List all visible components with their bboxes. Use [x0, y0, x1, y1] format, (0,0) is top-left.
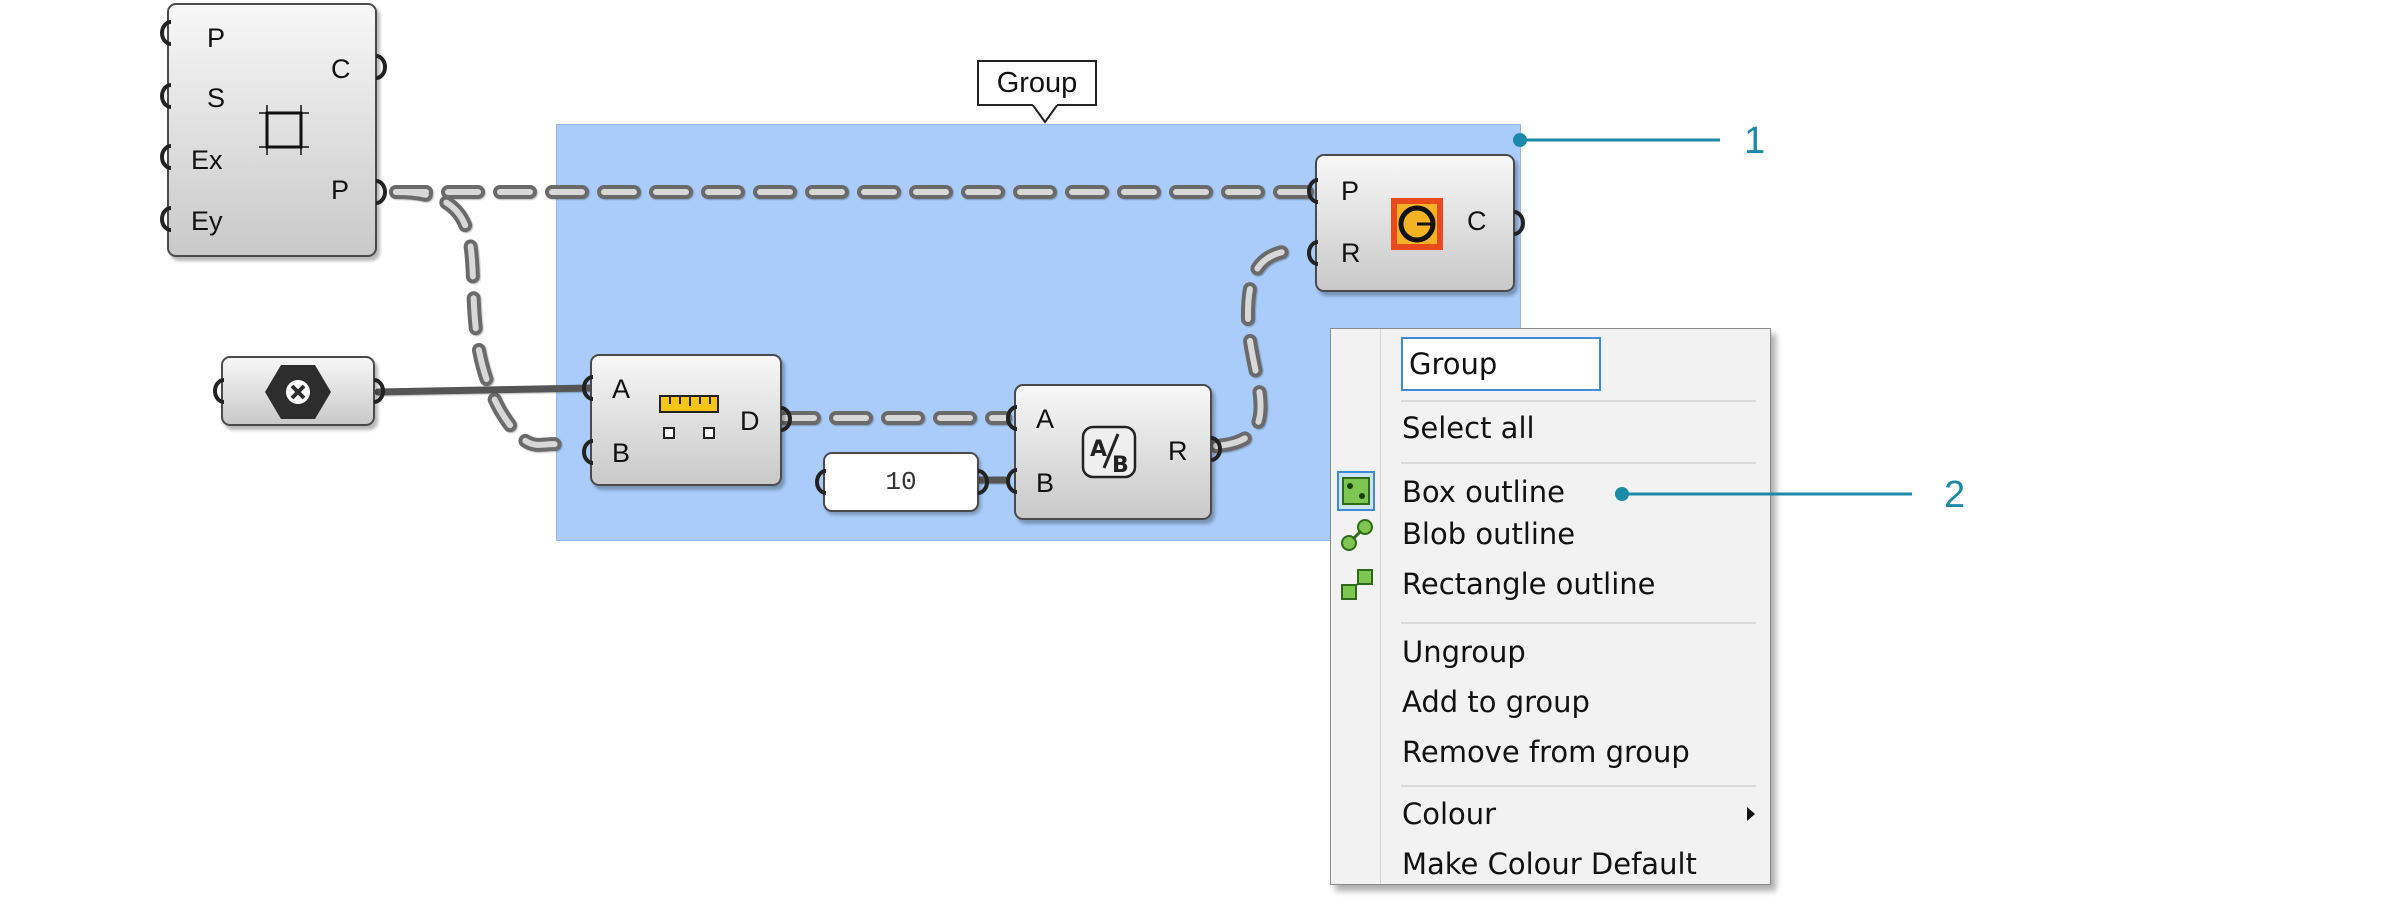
callout-2-line	[1615, 487, 1912, 501]
submenu-arrow-icon	[1747, 807, 1755, 821]
callout-1-number: 1	[1744, 120, 1766, 162]
dist-input-a: A	[612, 374, 631, 404]
menu-item-blob-outline[interactable]: Blob outline	[1402, 517, 1576, 551]
rect-input-ey: Ey	[191, 206, 223, 236]
menu-item-ungroup[interactable]: Ungroup	[1402, 635, 1526, 669]
div-output-r: R	[1168, 436, 1188, 466]
ruler-icon	[659, 395, 719, 439]
number-param[interactable]: 10	[823, 452, 979, 512]
circle-component[interactable]: P R C	[1315, 154, 1515, 292]
menu-item-select-all[interactable]: Select all	[1402, 411, 1535, 445]
distance-component[interactable]: A B D	[590, 354, 782, 486]
menu-item-box-outline[interactable]: Box outline	[1402, 475, 1565, 509]
circle-icon	[1391, 198, 1443, 250]
div-input-b: B	[1036, 468, 1055, 498]
menu-icon-gutter	[1331, 329, 1381, 884]
dist-output-d: D	[740, 406, 760, 436]
rect-input-ex: Ex	[191, 145, 223, 175]
menu-item-colour[interactable]: Colour	[1402, 797, 1497, 831]
menu-separator	[1401, 400, 1756, 402]
menu-separator	[1401, 622, 1756, 624]
rect-input-s: S	[207, 83, 226, 113]
wire-toggle-to-distance-a	[374, 384, 594, 396]
dist-input-b: B	[612, 438, 631, 468]
rectangle-icon	[259, 105, 309, 155]
rect-output-p: P	[331, 175, 350, 205]
menu-item-make-colour-default[interactable]: Make Colour Default	[1402, 847, 1697, 881]
false-toggle-icon	[265, 365, 331, 419]
circle-input-p: P	[1341, 176, 1360, 206]
callout-2-number: 2	[1944, 474, 1966, 516]
menu-item-remove-from-group[interactable]: Remove from group	[1402, 735, 1690, 769]
box-outline-icon	[1342, 477, 1370, 505]
menu-item-rectangle-outline[interactable]: Rectangle outline	[1402, 567, 1656, 601]
number-param-value: 10	[885, 467, 917, 497]
division-icon: A B	[1081, 425, 1137, 479]
group-name-input[interactable]	[1401, 337, 1601, 391]
rect-output-c: C	[331, 54, 351, 84]
blob-outline-icon	[1341, 519, 1373, 551]
rectangle-component[interactable]: P S Ex Ey C P	[167, 3, 377, 257]
menu-separator	[1401, 785, 1756, 787]
div-input-a: A	[1036, 404, 1055, 434]
menu-item-add-to-group[interactable]: Add to group	[1402, 685, 1590, 719]
callout-1-line	[1513, 133, 1720, 147]
svg-text:A: A	[1090, 437, 1107, 462]
division-component[interactable]: A B R A B	[1014, 384, 1212, 520]
group-context-menu[interactable]: Select all Box outline Blob outline Rect…	[1330, 328, 1771, 885]
boolean-toggle[interactable]	[221, 356, 375, 426]
box-outline-selected-frame	[1337, 471, 1375, 511]
rectangle-outline-icon	[1341, 569, 1373, 600]
group-tag-label: Group	[996, 67, 1078, 99]
menu-separator	[1401, 462, 1756, 464]
circle-input-r: R	[1341, 238, 1361, 268]
svg-text:B: B	[1112, 453, 1129, 478]
rect-input-p: P	[207, 23, 226, 53]
circle-output-c: C	[1467, 206, 1487, 236]
group-tag-pointer	[1030, 104, 1060, 124]
group-tag[interactable]: Group	[977, 60, 1097, 106]
